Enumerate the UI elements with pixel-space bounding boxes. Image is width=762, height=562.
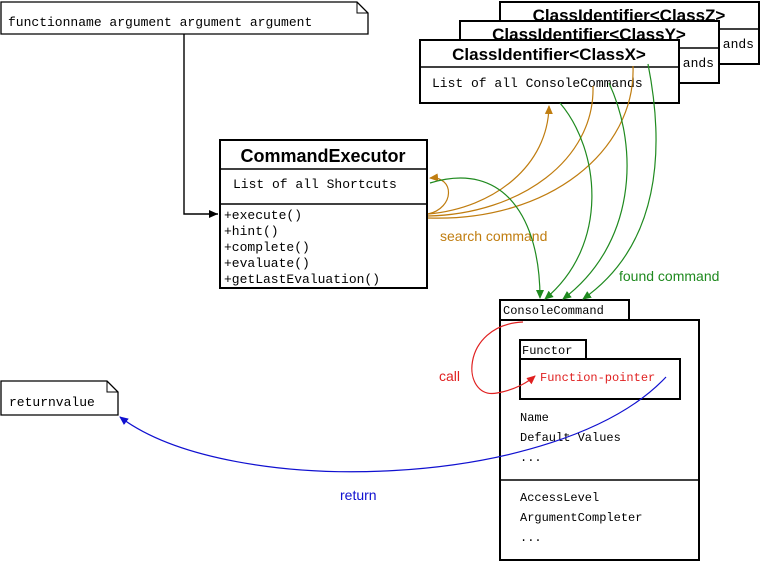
- class-x-body: List of all ConsoleCommands: [432, 76, 643, 91]
- class-z-body: ands: [723, 37, 754, 52]
- found-command-label: found command: [619, 268, 719, 284]
- command-executor-title: CommandExecutor: [240, 146, 405, 166]
- search-command-edges: search command: [427, 65, 634, 244]
- found-command-edges: found command: [429, 63, 719, 300]
- field-argument-completer: ArgumentCompleter: [520, 511, 642, 525]
- method-execute: +execute(): [224, 208, 302, 223]
- field-default-values: Default Values: [520, 431, 621, 445]
- method-get-last-evaluation: +getLastEvaluation(): [224, 272, 380, 287]
- found-edge-shortcuts: [429, 177, 544, 299]
- found-edge-x: [544, 102, 593, 300]
- console-command-tab: ConsoleCommand: [503, 304, 604, 318]
- field-access-level: AccessLevel: [520, 491, 599, 505]
- returnvalue-note: returnvalue: [0, 380, 119, 416]
- search-edge-x: [427, 105, 553, 215]
- console-command-box: ConsoleCommand Functor Function-pointer …: [499, 299, 700, 561]
- call-edge: call: [439, 321, 536, 394]
- search-edge-z: [427, 65, 634, 219]
- field-more: ...: [520, 451, 542, 465]
- field-more-2: ...: [520, 531, 542, 545]
- input-note: functionname argument argument argument: [0, 1, 369, 35]
- class-y-body: ands: [683, 56, 714, 71]
- method-complete: +complete(): [224, 240, 310, 255]
- function-pointer-label: Function-pointer: [540, 371, 655, 385]
- class-x-box: ClassIdentifier<ClassX> List of all Cons…: [419, 39, 680, 104]
- class-x-title: ClassIdentifier<ClassX>: [452, 45, 646, 64]
- field-name: Name: [520, 411, 549, 425]
- return-label: return: [340, 487, 377, 503]
- functor-box: Functor Function-pointer: [519, 339, 681, 400]
- call-label: call: [439, 368, 460, 384]
- method-evaluate: +evaluate(): [224, 256, 310, 271]
- input-note-text: functionname argument argument argument: [8, 15, 312, 30]
- search-self-loop: [427, 173, 450, 215]
- found-edge-y: [562, 82, 628, 300]
- found-edge-z: [582, 63, 657, 300]
- command-executor-box: CommandExecutor List of all Shortcuts +e…: [219, 139, 428, 289]
- search-edge-y: [427, 85, 594, 217]
- input-to-execute-edge: [183, 34, 218, 218]
- method-hint: +hint(): [224, 224, 279, 239]
- returnvalue-note-text: returnvalue: [9, 395, 95, 410]
- command-executor-attribute: List of all Shortcuts: [233, 177, 397, 192]
- search-command-label: search command: [440, 228, 547, 244]
- return-edge: return: [119, 376, 667, 503]
- functor-tab: Functor: [522, 344, 572, 358]
